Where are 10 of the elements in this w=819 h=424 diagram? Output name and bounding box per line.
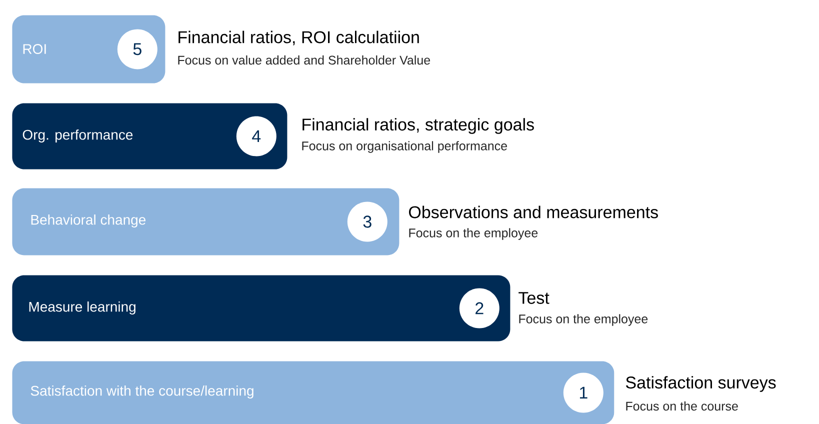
level-heading: Financial ratios, ROI calculatiion <box>178 30 419 46</box>
level-description: Focus on the course <box>626 401 738 411</box>
level-heading: Test <box>518 292 550 304</box>
level-heading: Satisfaction surveys <box>626 376 776 392</box>
level-heading: Financial ratios, strategic goals <box>302 118 534 134</box>
level-description: Focus on organisational performance <box>302 141 507 153</box>
level-description: Focus on the employee <box>519 314 648 326</box>
level-heading: Observations and measurements <box>409 206 658 218</box>
level-description: Focus on value added and Shareholder Value <box>178 55 430 65</box>
level-description: Focus on the employee <box>409 228 538 240</box>
